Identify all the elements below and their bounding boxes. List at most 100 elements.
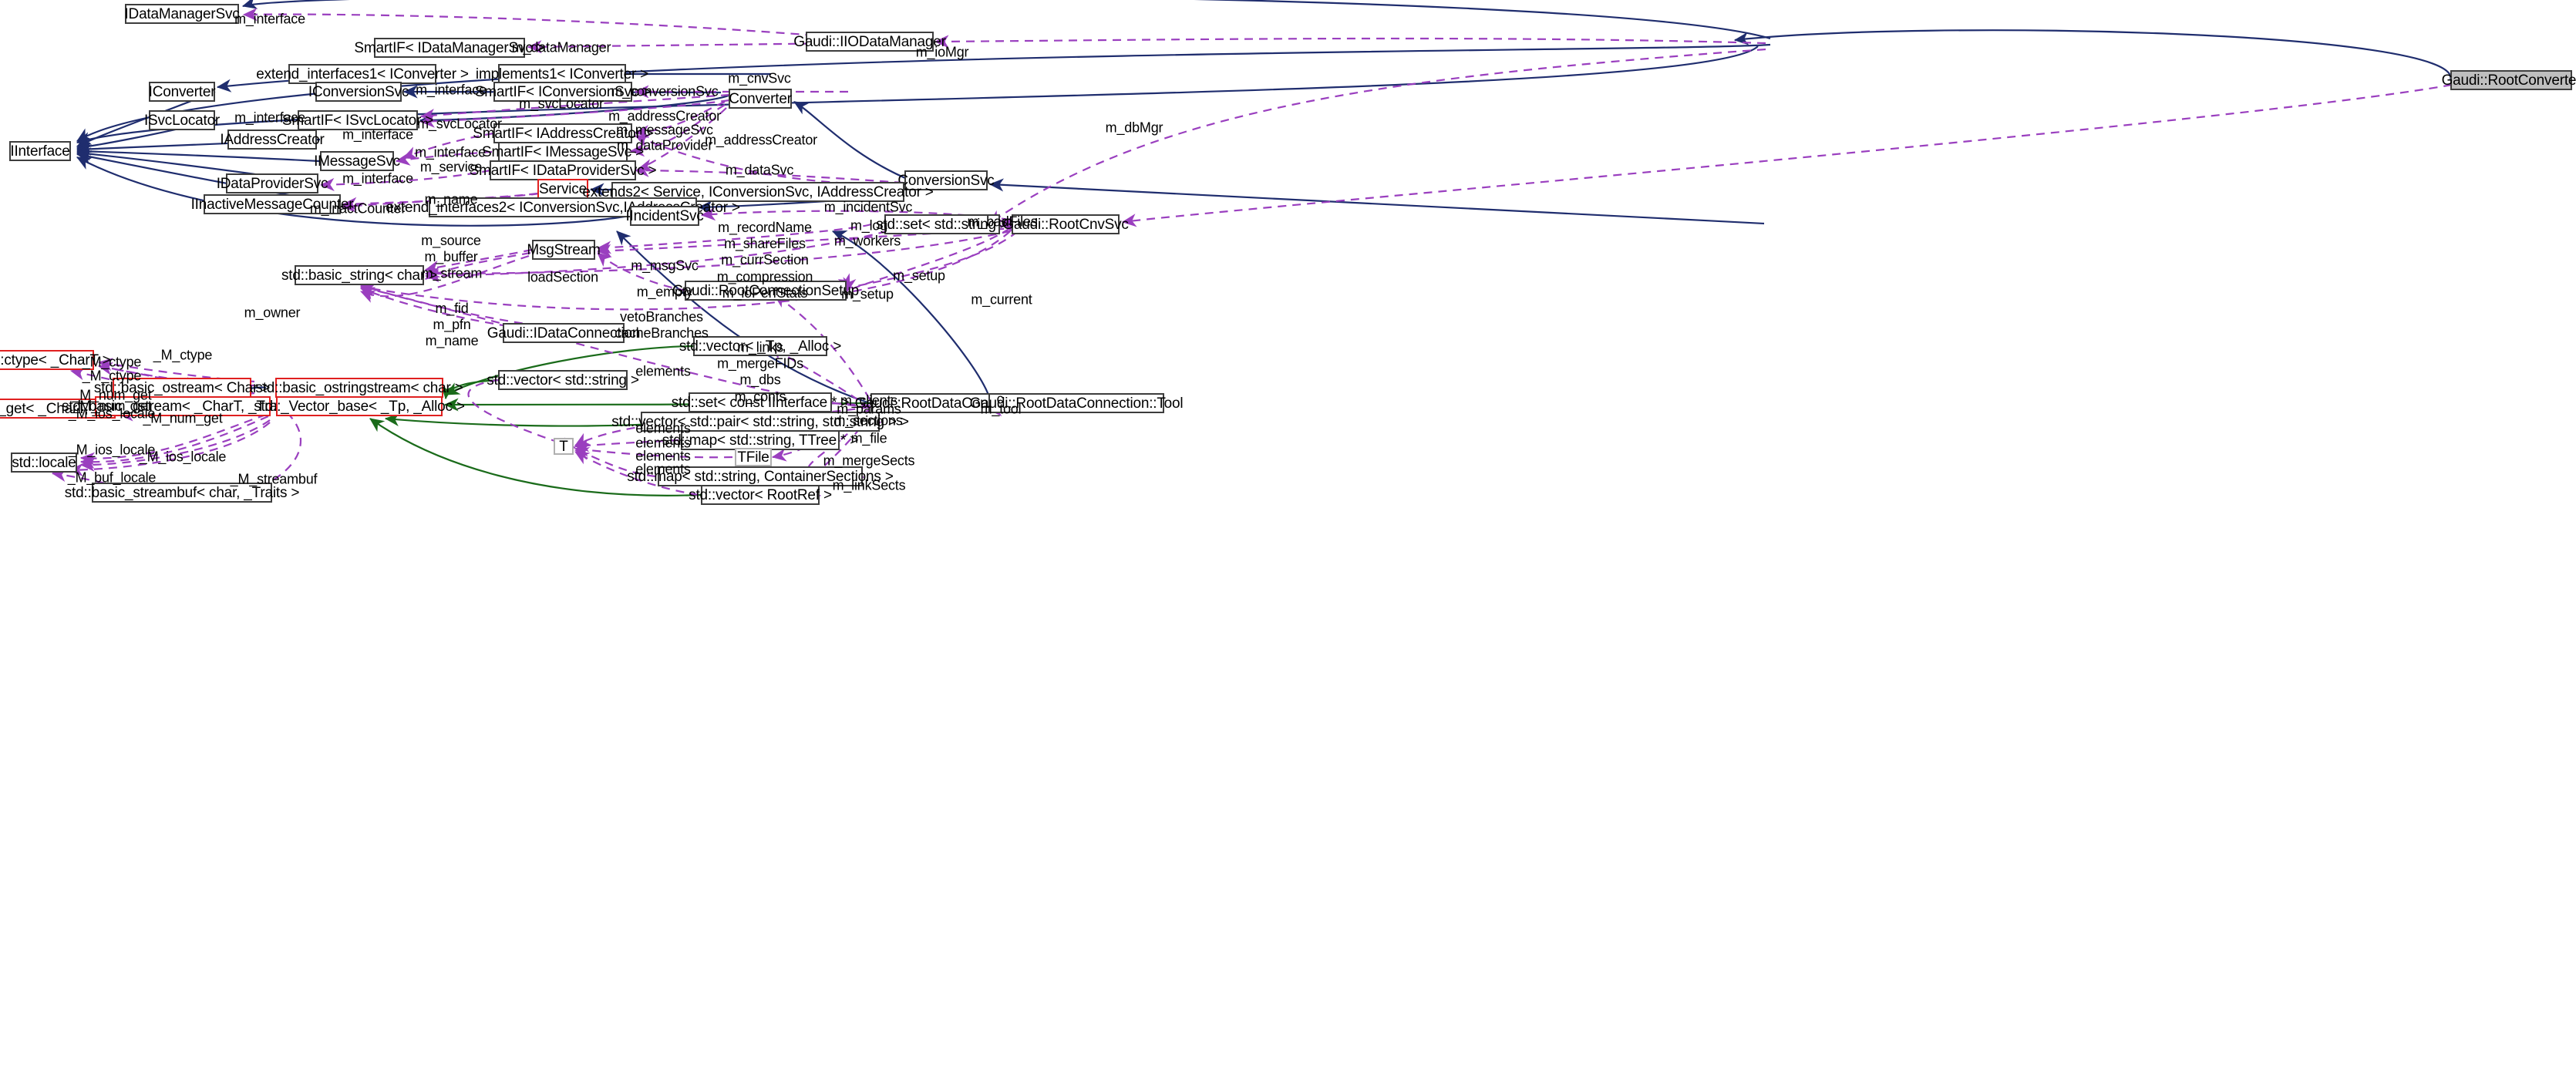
edge-label-m_badFiles: m_badFiles xyxy=(967,214,1038,230)
edge-label-m_addressCreator_1: m_addressCreator xyxy=(608,108,721,124)
edge-label-m_params: m_params xyxy=(837,401,901,417)
edge-label-m_owner: m_owner xyxy=(244,304,301,321)
edge-label-m_incidentSvc: m_incidentSvc xyxy=(823,199,913,215)
edge-label-m_dbMgr: m_dbMgr xyxy=(1105,119,1163,136)
class-node-rootdataconnection_tool[interactable]: Gaudi::RootDataConnection::Tool xyxy=(970,393,1184,413)
class-node-converter[interactable]: Converter xyxy=(729,89,792,109)
class-node-gaudi_rootcnvsvc[interactable]: Gaudi::RootCnvSvc xyxy=(1002,214,1129,234)
edge-label-m_tool: m_tool xyxy=(980,401,1022,417)
edge-label-M_num_get_2: _M_num_get xyxy=(72,398,152,414)
edge-label-M_num_get_3: _M_num_get xyxy=(143,410,223,426)
class-node-gaudi_idataconnection[interactable]: Gaudi::IDataConnection xyxy=(487,323,640,343)
class-node-vector_base[interactable]: std::_Vector_base< _Tp, _Alloc > xyxy=(254,396,465,416)
edge-label-m_log: m_log xyxy=(850,217,888,234)
class-node-basic_ostream_chart[interactable]: std::basic_ostream< _CharT, _Traits > xyxy=(62,396,304,416)
edge-label-M_streambuf: _M_streambuf xyxy=(230,471,318,487)
edge-label-c_label: c xyxy=(996,391,1004,407)
edge-label-m_interface_2: m_interface xyxy=(416,82,487,98)
edge-label-m_ioMgr: m_ioMgr xyxy=(915,44,969,60)
class-node-gaudi_iiodatamanager[interactable]: Gaudi::IIODataManager xyxy=(793,32,946,52)
class-node-vector_string[interactable]: std::vector< std::string > xyxy=(487,370,639,390)
edge-label-m_inactCounter: m_inactCounter xyxy=(309,200,406,217)
class-node-ctype_chart[interactable]: std::ctype< _CharT > xyxy=(0,350,111,370)
edge-label-m_dataSvc: m_dataSvc xyxy=(725,162,794,178)
class-node-smartif_iaddresscreator[interactable]: SmartIF< IAddressCreator > xyxy=(473,123,653,143)
class-node-idatamanagersvc[interactable]: IDataManagerSvc xyxy=(124,4,240,24)
class-node-t_param[interactable]: T xyxy=(554,438,574,455)
edge-label-m_workers: m_workers xyxy=(833,233,901,249)
edge-label-m_dataManager: m_dataManager xyxy=(511,39,611,56)
edge-label-m_fid_pfn_name: m_fid m_pfn m_name xyxy=(425,301,479,349)
class-node-set_const_iinterface[interactable]: std::set< const IInterface * > xyxy=(672,392,849,412)
class-node-iconverter[interactable]: IConverter xyxy=(149,82,216,102)
class-node-iinterface[interactable]: IInterface xyxy=(9,141,71,161)
edge-label-vetoBranches: vetoBranches cacheBranches xyxy=(615,308,709,341)
edge-label-m_interface_1: m_interface xyxy=(234,11,305,27)
usage-edges xyxy=(51,8,2453,502)
class-node-service[interactable]: Service xyxy=(537,179,588,199)
class-node-set_string[interactable]: std::set< std::string > xyxy=(876,214,1009,234)
edge-label-m_stream: m_stream xyxy=(421,265,483,281)
class-node-smartif_idatamanagersvc[interactable]: SmartIF< IDataManagerSvc > xyxy=(354,38,545,58)
edge-label-M_ctype_2: _M_ctype xyxy=(82,354,142,370)
class-node-vector_rootref[interactable]: std::vector< RootRef > xyxy=(689,485,832,505)
edge-label-elements_3: elements xyxy=(635,435,691,451)
class-node-basic_ostringstream[interactable]: std::basic_ostringstream< char > xyxy=(255,378,463,398)
edge-label-M_ctype_3: _M_ctype xyxy=(82,368,142,384)
class-node-locale[interactable]: std::locale xyxy=(11,453,77,473)
edge-label-m_name: m_name xyxy=(424,191,478,207)
edge-label-m_messageSvc: m_messageSvc xyxy=(616,122,713,138)
edge-label-m_clients: m_clients xyxy=(840,392,898,409)
class-node-imessagesvc[interactable]: IMessageSvc xyxy=(314,151,400,171)
edge-label-m_msgSvc: m_msgSvc xyxy=(631,257,699,274)
edge-label-m_setup_2: m_setup xyxy=(841,286,894,302)
class-node-conversionsvc[interactable]: ConversionSvc xyxy=(897,170,995,190)
edge-label-m_linkSects: m_linkSects xyxy=(832,477,906,493)
edge-label-M_buf_locale: _M_buf_locale xyxy=(67,469,157,486)
class-node-extends2[interactable]: extends2< Service, IConversionSvc, IAddr… xyxy=(582,182,934,202)
edge-label-m_current: m_current xyxy=(971,291,1032,308)
edge-label-M_ctype_top: _M_ctype xyxy=(153,347,213,363)
edge-label-m_svcLocator_2: m_svcLocator xyxy=(417,116,502,132)
class-node-smartif_idataprovidersvc[interactable]: SmartIF< IDataProviderSvc > xyxy=(470,160,657,180)
edge-label-m_conversionSvc: m_conversionSvc xyxy=(611,83,719,99)
edge-label-M_ios_locale_2: _M_ios_locale xyxy=(68,442,156,458)
class-node-extend_interfaces2[interactable]: extend_interfaces2< IConversionSvc,IAddr… xyxy=(386,197,740,217)
class-node-iaddresscreator[interactable]: IAddressCreator xyxy=(220,130,325,150)
class-node-basic_streambuf[interactable]: std::basic_streambuf< char, _Traits > xyxy=(65,483,299,503)
edge-label-m_source_buffer: m_source m_buffer xyxy=(421,232,481,264)
edge-label-m_service: m_service xyxy=(419,159,483,175)
edge-label-m_addressCreator_2: m_addressCreator xyxy=(705,132,817,148)
class-node-idataprovidersvc[interactable]: IDataProviderSvc xyxy=(217,173,328,193)
class-node-basic_ostream_char[interactable]: std::basic_ostream< Char > xyxy=(94,378,270,398)
edge-label-m_setup_1: m_setup xyxy=(893,267,945,284)
class-node-extend_interfaces1[interactable]: extend_interfaces1< IConverter > xyxy=(256,64,469,84)
edge-label-m_cnvSvc: m_cnvSvc xyxy=(728,70,791,86)
class-node-tfile[interactable]: TFile xyxy=(735,448,772,466)
class-node-isvclocator[interactable]: ISvcLocator xyxy=(144,110,220,130)
edge-label-m_mergeSects: m_mergeSects xyxy=(823,453,915,469)
class-node-basic_string_char[interactable]: std::basic_string< char > xyxy=(281,265,437,285)
edge-label-elements_4: elements xyxy=(635,448,691,464)
class-node-iincidentsvc[interactable]: IIncidentSvc xyxy=(625,206,704,226)
class-node-iconversionsvc[interactable]: IConversionSvc xyxy=(308,82,409,102)
class-node-iinactivemessagecounter[interactable]: IInactiveMessageCounter xyxy=(191,194,354,214)
class-node-smartif_isvclocator[interactable]: SmartIF< ISvcLocator > xyxy=(282,110,433,130)
edge-label-loadSection: loadSection xyxy=(527,269,598,285)
edge-label-elements_1: elements xyxy=(635,363,691,379)
edge-label-m_links: m_links m_mergeFIDs m_dbs m_conts xyxy=(717,339,803,405)
class-node-smartif_imessagesvc[interactable]: SmartIF< IMessageSvc > xyxy=(482,142,644,162)
edge-label-m_interface_6: m_interface xyxy=(342,170,413,187)
edge-label-m_recordName: m_recordName m_shareFiles m_currSection … xyxy=(716,219,813,301)
edge-label-M_ios_locale_3: _M_ios_locale xyxy=(139,449,227,465)
edge-label-m_file: m_file xyxy=(850,430,887,446)
class-node-gaudi_rootconverter[interactable]: Gaudi::RootConverter xyxy=(2442,70,2576,90)
class-node-msgstream[interactable]: MsgStream xyxy=(527,240,601,260)
class-node-vector_tp_alloc_top[interactable]: std::vector< _Tp, _Alloc > xyxy=(679,336,841,356)
class-node-map_string_ttree[interactable]: std::map< std::string, TTree * > xyxy=(662,430,858,450)
edge-label-m_dataProvider: m_dataProvider xyxy=(616,137,713,153)
class-node-smartif_iconversionsvc[interactable]: SmartIF< IConversionSvc > xyxy=(475,82,651,102)
class-node-rootconnectionsetup[interactable]: Gaudi::RootConnectionSetup xyxy=(672,281,859,301)
edge-label-elements_5: elements xyxy=(635,461,691,477)
